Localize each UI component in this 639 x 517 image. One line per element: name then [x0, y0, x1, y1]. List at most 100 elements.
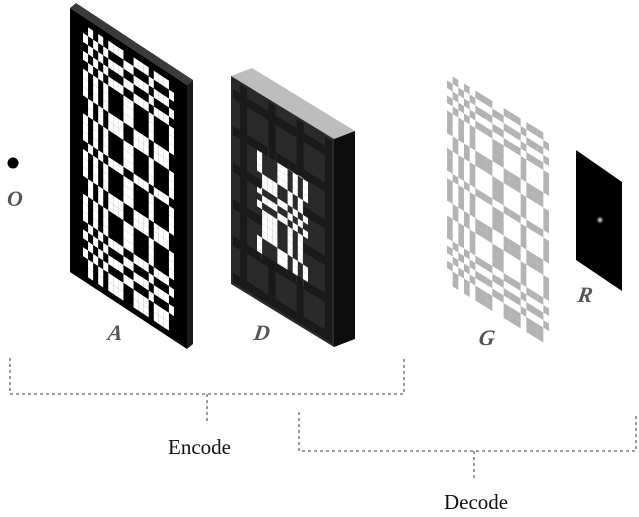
- pattern-cell: [537, 264, 544, 275]
- pattern-cell: [503, 288, 510, 299]
- pattern-cell: [447, 155, 453, 167]
- pattern-cell: [138, 212, 144, 225]
- pattern-cell: [108, 281, 114, 294]
- pattern-cell: [113, 115, 119, 128]
- pattern-cell: [526, 182, 532, 193]
- pattern-cell: [83, 211, 89, 224]
- pattern-cell: [302, 264, 308, 275]
- pattern-cell: [168, 169, 174, 183]
- pattern-cell: [267, 177, 273, 188]
- pattern-cell: [324, 210, 332, 224]
- pattern-cell: [233, 162, 241, 177]
- pattern-cell: [481, 229, 487, 240]
- pattern-cell: [108, 237, 114, 250]
- mask-d-pattern: [233, 84, 332, 343]
- pattern-cell: [509, 209, 515, 220]
- pattern-cell: [240, 231, 248, 245]
- pattern-cell: [153, 267, 159, 280]
- pattern-cell: [163, 273, 169, 287]
- pattern-cell: [98, 51, 104, 65]
- pattern-cell: [324, 320, 332, 334]
- pattern-cell: [469, 124, 476, 136]
- pattern-cell: [262, 230, 268, 242]
- pattern-cell: [123, 238, 129, 251]
- pattern-cell: [93, 164, 99, 177]
- pattern-cell: [526, 302, 532, 313]
- pattern-cell: [452, 211, 459, 223]
- pattern-cell: [93, 173, 99, 186]
- pattern-cell: [302, 178, 308, 190]
- pattern-cell: [118, 199, 124, 212]
- pattern-cell: [108, 112, 114, 125]
- pattern-cell: [113, 44, 119, 57]
- pattern-cell: [537, 256, 544, 268]
- pattern-cell: [469, 162, 476, 173]
- pattern-cell: [537, 129, 544, 140]
- pattern-cell: [277, 212, 283, 223]
- pattern-cell: [526, 317, 532, 328]
- pattern-cell: [88, 27, 94, 40]
- pattern-cell: [498, 262, 504, 273]
- pattern-cell: [275, 152, 283, 166]
- pattern-cell: [262, 180, 268, 192]
- pattern-cell: [257, 234, 263, 246]
- pattern-cell: [148, 111, 154, 125]
- pattern-cell: [277, 169, 283, 180]
- pattern-cell: [324, 292, 332, 307]
- pattern-cell: [537, 294, 544, 305]
- pattern-cell: [247, 134, 255, 149]
- pattern-cell: [268, 294, 276, 309]
- pattern-cell: [98, 105, 104, 118]
- pattern-cell: [133, 93, 139, 106]
- pattern-cell: [324, 237, 332, 252]
- pattern-cell: [268, 138, 276, 153]
- pattern-cell: [458, 237, 464, 249]
- pattern-cell: [520, 171, 527, 182]
- pattern-cell: [324, 200, 332, 215]
- pattern-cell: [515, 115, 521, 126]
- pattern-cell: [88, 98, 94, 112]
- pattern-cell: [526, 287, 532, 298]
- pattern-cell: [240, 102, 248, 117]
- pattern-cell: [108, 121, 114, 134]
- pattern-cell: [108, 156, 114, 169]
- pattern-cell: [153, 106, 159, 119]
- pattern-cell: [324, 256, 332, 270]
- pattern-cell: [509, 246, 515, 258]
- pattern-cell: [113, 124, 119, 137]
- pattern-cell: [168, 143, 174, 156]
- pattern-cell: [503, 310, 510, 322]
- pattern-cell: [118, 261, 124, 274]
- pattern-cell: [118, 47, 124, 60]
- pattern-cell: [302, 228, 308, 240]
- pattern-cell: [261, 143, 269, 157]
- pattern-cell: [324, 228, 332, 242]
- pattern-cell: [310, 320, 318, 335]
- pattern-cell: [297, 246, 303, 258]
- pattern-cell: [123, 59, 129, 72]
- pattern-cell: [515, 295, 521, 306]
- pattern-cell: [458, 252, 464, 264]
- pattern-cell: [261, 290, 269, 304]
- pattern-cell: [118, 118, 124, 132]
- pattern-cell: [289, 270, 297, 285]
- pattern-cell: [452, 204, 459, 215]
- pattern-cell: [98, 150, 104, 163]
- pattern-cell: [509, 314, 515, 325]
- pattern-cell: [503, 205, 510, 217]
- pattern-cell: [532, 155, 538, 167]
- pattern-cell: [168, 187, 174, 201]
- pattern-cell: [267, 184, 273, 195]
- pattern-cell: [469, 274, 476, 286]
- pattern-cell: [486, 165, 493, 176]
- pattern-cell: [464, 211, 470, 222]
- pattern-cell: [492, 251, 498, 262]
- pattern-cell: [108, 76, 114, 89]
- pattern-cell: [153, 142, 159, 155]
- pattern-cell: [492, 288, 498, 300]
- pattern-cell: [282, 156, 290, 170]
- pattern-cell: [240, 93, 248, 108]
- pattern-cell: [475, 255, 481, 267]
- pattern-cell: [98, 248, 104, 261]
- pattern-cell: [458, 125, 464, 136]
